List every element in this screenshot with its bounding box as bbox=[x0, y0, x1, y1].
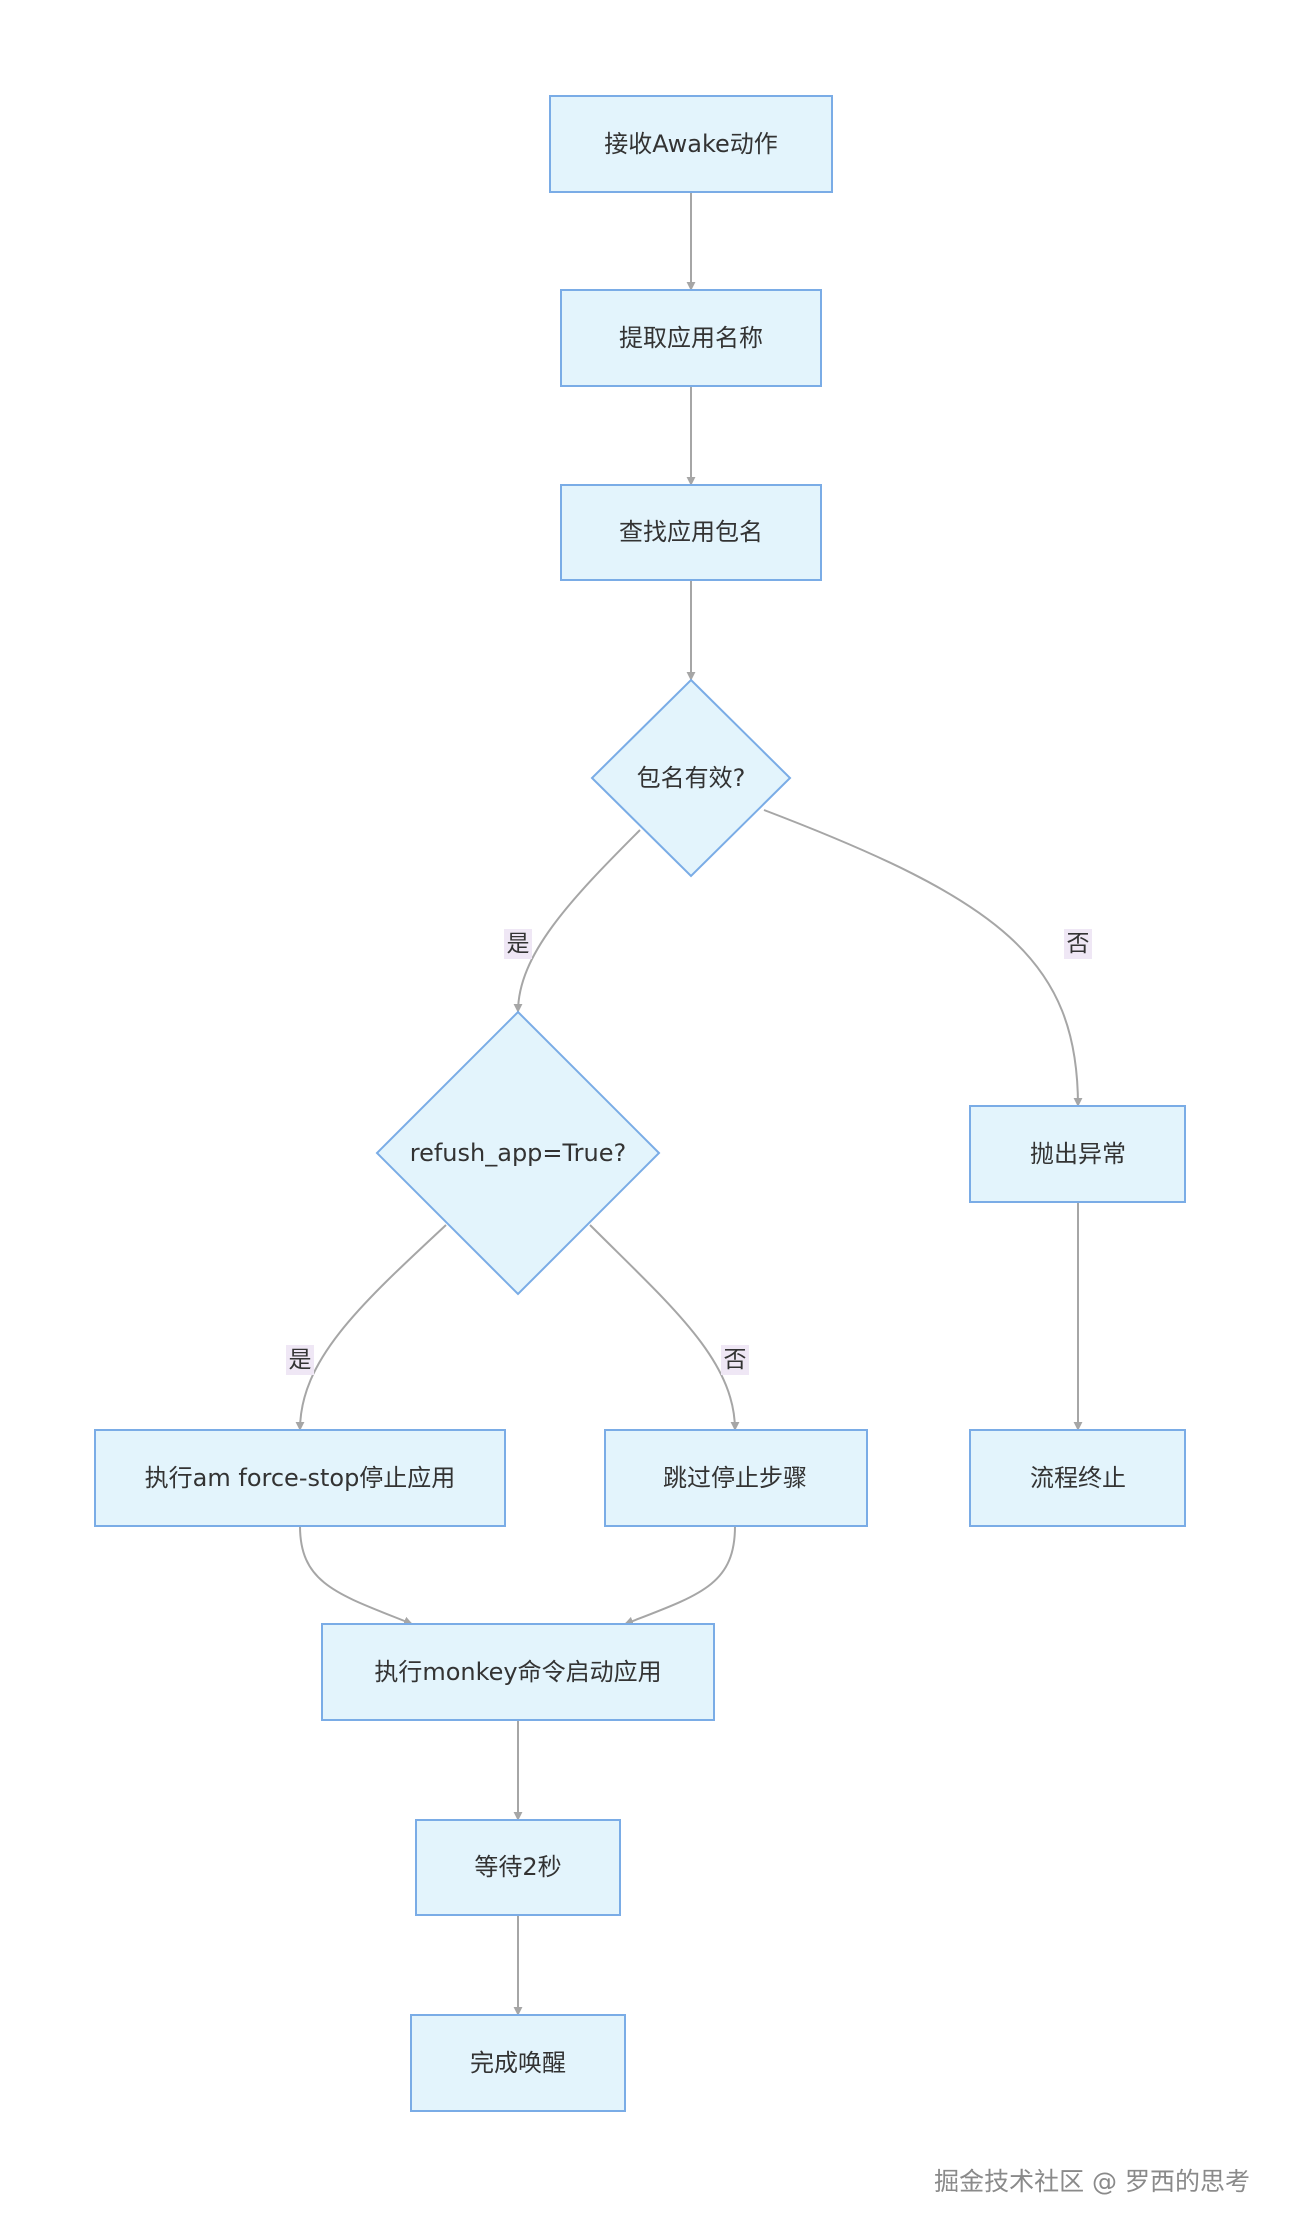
node-refresh-check: refush_app=True? bbox=[375, 1010, 661, 1296]
edge-label-refresh-yes-text: 是 bbox=[289, 1347, 312, 1373]
edge-refresh-no-to-skip bbox=[589, 1224, 740, 1431]
node-monkey-launch-label: 执行monkey命令启动应用 bbox=[374, 1658, 661, 1686]
node-throw-exception: 抛出异常 bbox=[969, 1105, 1186, 1203]
node-skip-stop: 跳过停止步骤 bbox=[604, 1429, 868, 1527]
node-find-package-label: 查找应用包名 bbox=[619, 518, 763, 546]
edge-skip-to-monkey bbox=[624, 1525, 736, 1626]
node-throw-exception-label: 抛出异常 bbox=[1030, 1140, 1126, 1168]
node-end-process-label: 流程终止 bbox=[1030, 1464, 1126, 1492]
node-force-stop: 执行am force-stop停止应用 bbox=[94, 1429, 506, 1527]
node-skip-stop-label: 跳过停止步骤 bbox=[663, 1464, 807, 1492]
edge-label-valid-yes: 是 bbox=[504, 929, 532, 959]
node-wait-2s: 等待2秒 bbox=[415, 1819, 621, 1916]
edge-label-refresh-yes: 是 bbox=[286, 1345, 314, 1375]
edge-label-valid-no: 否 bbox=[1064, 929, 1092, 959]
edge-valid-no-to-exception bbox=[763, 809, 1083, 1107]
node-refresh-check-label: refush_app=True? bbox=[410, 1139, 626, 1167]
node-package-valid: 包名有效? bbox=[590, 678, 792, 878]
node-monkey-launch: 执行monkey命令启动应用 bbox=[321, 1623, 715, 1721]
node-wait-2s-label: 等待2秒 bbox=[474, 1853, 561, 1881]
edge-valid-yes-to-refresh bbox=[513, 829, 641, 1013]
node-find-package: 查找应用包名 bbox=[560, 484, 822, 581]
node-end-process: 流程终止 bbox=[969, 1429, 1186, 1527]
edge-label-valid-yes-text: 是 bbox=[507, 931, 530, 957]
node-package-valid-label: 包名有效? bbox=[637, 764, 746, 792]
edge-label-valid-no-text: 否 bbox=[1067, 931, 1090, 957]
node-wake-complete-label: 完成唤醒 bbox=[470, 2049, 566, 2077]
node-force-stop-label: 执行am force-stop停止应用 bbox=[145, 1464, 456, 1492]
node-receive-awake: 接收Awake动作 bbox=[549, 95, 833, 193]
node-wake-complete: 完成唤醒 bbox=[410, 2014, 626, 2112]
edges bbox=[295, 192, 1083, 2016]
edge-label-refresh-no: 否 bbox=[721, 1345, 749, 1375]
node-extract-app-name-label: 提取应用名称 bbox=[619, 324, 763, 352]
edge-forcestop-to-monkey bbox=[299, 1525, 413, 1626]
edge-label-refresh-no-text: 否 bbox=[724, 1347, 747, 1373]
node-receive-awake-label: 接收Awake动作 bbox=[604, 130, 778, 158]
edge-refresh-yes-to-forcestop bbox=[295, 1224, 447, 1431]
watermark-text: 掘金技术社区 @ 罗西的思考 bbox=[934, 2167, 1250, 2196]
node-extract-app-name: 提取应用名称 bbox=[560, 289, 822, 387]
